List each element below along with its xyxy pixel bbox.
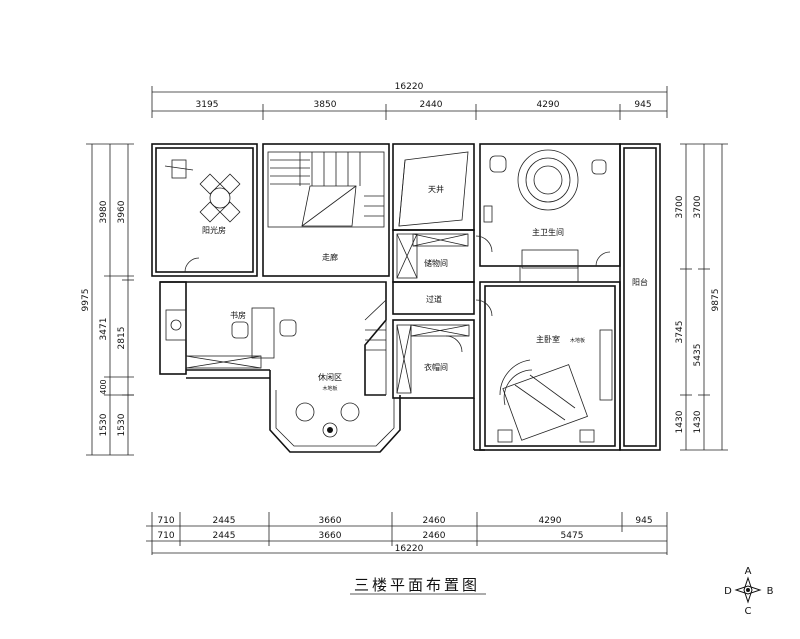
furniture <box>164 149 613 443</box>
right-total-dim: 9875 <box>711 289 721 312</box>
label-master-bed-floor: 木地板 <box>570 337 585 344</box>
right-dim-a2: 3745 <box>675 321 685 344</box>
room-labels: 阳光房 走廊 天井 储物间 过道 衣帽间 书房 主卫生间 主卧室 木地板 阳台 … <box>202 184 648 392</box>
right-dimension-chain: 3700 3745 1430 3700 5435 1430 9875 <box>675 143 728 451</box>
compass-d: D <box>724 586 732 597</box>
bottom-dim-b1: 710 <box>157 531 174 541</box>
top-dim-1: 3195 <box>196 100 219 110</box>
bottom-dim-a2: 2445 <box>213 516 236 526</box>
left-dim-b1: 3960 <box>117 200 127 223</box>
label-study: 书房 <box>230 310 246 320</box>
top-total-dim: 16220 <box>395 82 424 92</box>
bathtub <box>483 149 607 223</box>
master-bed <box>497 329 613 443</box>
top-dim-4: 4290 <box>537 100 560 110</box>
left-total-dim: 9975 <box>81 289 91 312</box>
bottom-dim-a4: 2460 <box>423 516 446 526</box>
lounge-chairs <box>295 402 360 438</box>
top-dim-3: 2440 <box>420 100 443 110</box>
bottom-dim-b4: 2460 <box>423 531 446 541</box>
right-dim-b3: 1430 <box>693 410 703 433</box>
walls <box>151 143 661 453</box>
label-skylight: 天井 <box>428 184 444 194</box>
compass-rose: A B C D <box>724 566 773 617</box>
label-lounge-floor: 木地板 <box>322 385 337 392</box>
label-cloakroom: 衣帽间 <box>424 362 448 372</box>
top-dim-5: 945 <box>634 100 651 110</box>
left-dim-a4: 1530 <box>99 413 109 436</box>
left-dim-a2: 3471 <box>99 318 109 341</box>
label-corridor: 走廊 <box>322 252 338 262</box>
label-passage: 过道 <box>426 294 442 304</box>
label-lounge: 休闲区 <box>318 372 342 382</box>
right-dim-b2: 5435 <box>693 344 703 367</box>
compass-c: C <box>745 606 752 617</box>
left-dimension-chain: 9975 3980 3471 400 1530 3960 2815 1530 <box>81 143 134 456</box>
bottom-dim-a6: 945 <box>635 516 652 526</box>
label-sunroom: 阳光房 <box>202 225 226 235</box>
right-dim-a1: 3700 <box>675 195 685 218</box>
top-dim-2: 3850 <box>314 100 337 110</box>
bottom-dim-a5: 4290 <box>539 516 562 526</box>
left-dim-a3: 400 <box>99 379 108 394</box>
left-dim-a1: 3980 <box>99 200 109 223</box>
top-dimension-chain: 16220 3195 3850 2440 4290 945 <box>151 82 668 120</box>
drawing-title: 三楼平面布置图 <box>354 576 480 594</box>
left-dim-b2: 2815 <box>117 327 127 350</box>
left-dim-b3: 1530 <box>117 413 127 436</box>
label-master-bed: 主卧室 <box>536 334 560 344</box>
compass-a: A <box>745 566 752 577</box>
bottom-dim-a3: 3660 <box>319 516 342 526</box>
label-storage: 储物间 <box>424 258 448 268</box>
bottom-dim-b3: 3660 <box>319 531 342 541</box>
bottom-dimension-chain: 710 2445 3660 2460 4290 945 710 2445 366… <box>146 512 668 555</box>
compass-b: B <box>767 586 774 597</box>
sunroom-table-set <box>164 159 241 223</box>
bottom-total-dim: 16220 <box>395 544 424 554</box>
bottom-dim-b5: 5475 <box>561 531 584 541</box>
label-balcony: 阳台 <box>632 277 648 287</box>
skylight <box>398 151 469 227</box>
bottom-dim-a1: 710 <box>157 516 174 526</box>
right-dim-b1: 3700 <box>693 195 703 218</box>
label-master-bath: 主卫生间 <box>532 227 564 237</box>
bottom-dim-b2: 2445 <box>213 531 236 541</box>
staircase <box>267 151 387 395</box>
study-desk-set <box>165 307 297 369</box>
door-swings <box>184 235 611 353</box>
right-dim-a3: 1430 <box>675 410 685 433</box>
